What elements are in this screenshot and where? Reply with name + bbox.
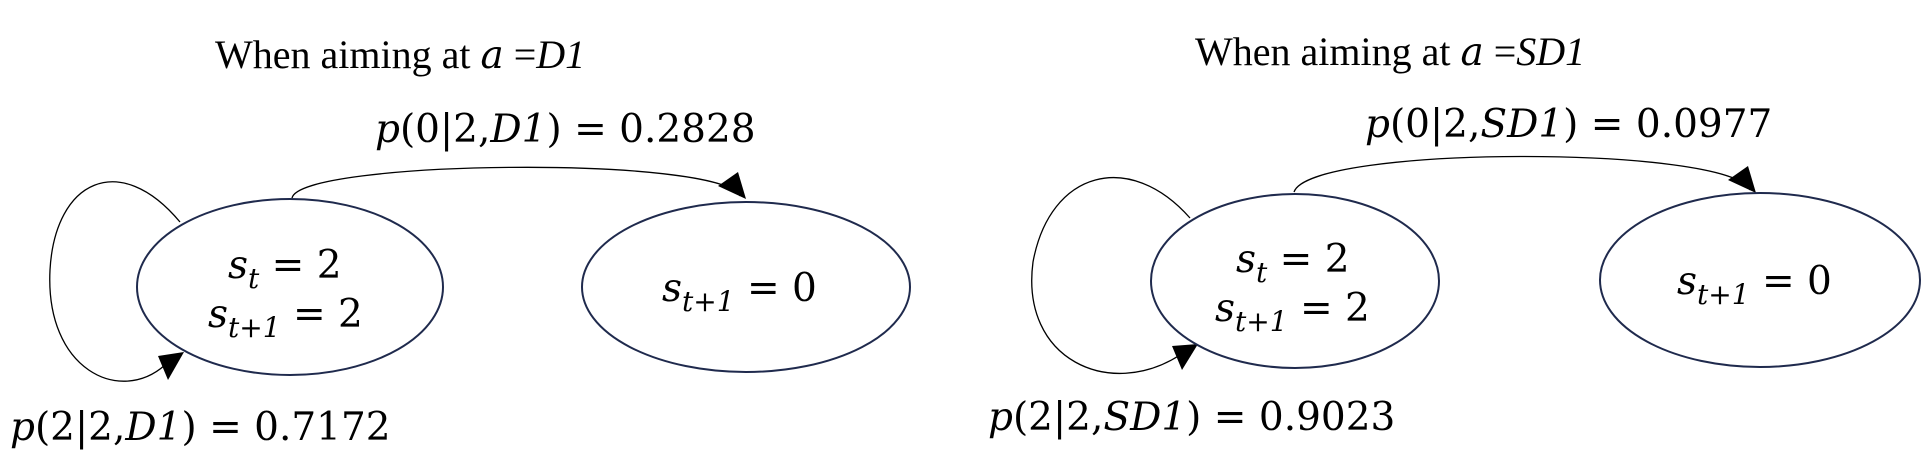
arrowhead-icon: [158, 352, 184, 380]
state-node-zero: [581, 201, 911, 373]
state-node-current: [136, 198, 444, 376]
state-node-current: [1150, 193, 1440, 369]
transition-arrow-edge: [1293, 155, 1751, 193]
arrowhead-icon: [1172, 344, 1198, 370]
transition-probability-label: p(0|2,D1) = 0.2828: [375, 107, 756, 152]
transition-arrow-edge: [291, 166, 741, 199]
state-zero-label: st+1 = 0: [662, 266, 817, 318]
state-current-label: st = 2: [1236, 237, 1350, 289]
state-current-label: st = 2: [228, 243, 342, 295]
self-loop-probability-label: p(2|2,SD1) = 0.9023: [988, 395, 1395, 440]
state-next-label: st+1 = 2: [208, 292, 363, 344]
self-loop-edge: [1031, 176, 1191, 374]
arrowhead-icon: [718, 172, 746, 199]
state-next-label: st+1 = 2: [1215, 286, 1370, 338]
self-loop-probability-label: p(2|2,D1) = 0.7172: [10, 405, 391, 450]
panel-title: When aiming at a =SD1: [1195, 29, 1585, 75]
state-node-zero: [1599, 192, 1921, 368]
panel-right: When aiming at a =SD1 p(0|2,SD1) = 0.097…: [988, 29, 1921, 440]
arrowhead-icon: [1728, 166, 1756, 193]
panel-title: When aiming at a =D1: [215, 32, 585, 78]
transition-probability-label: p(0|2,SD1) = 0.0977: [1365, 102, 1772, 147]
panel-left: When aiming at a =D1 p(0|2,D1) = 0.2828 …: [10, 32, 911, 450]
state-zero-label: st+1 = 0: [1677, 259, 1832, 311]
self-loop-edge: [49, 181, 181, 382]
